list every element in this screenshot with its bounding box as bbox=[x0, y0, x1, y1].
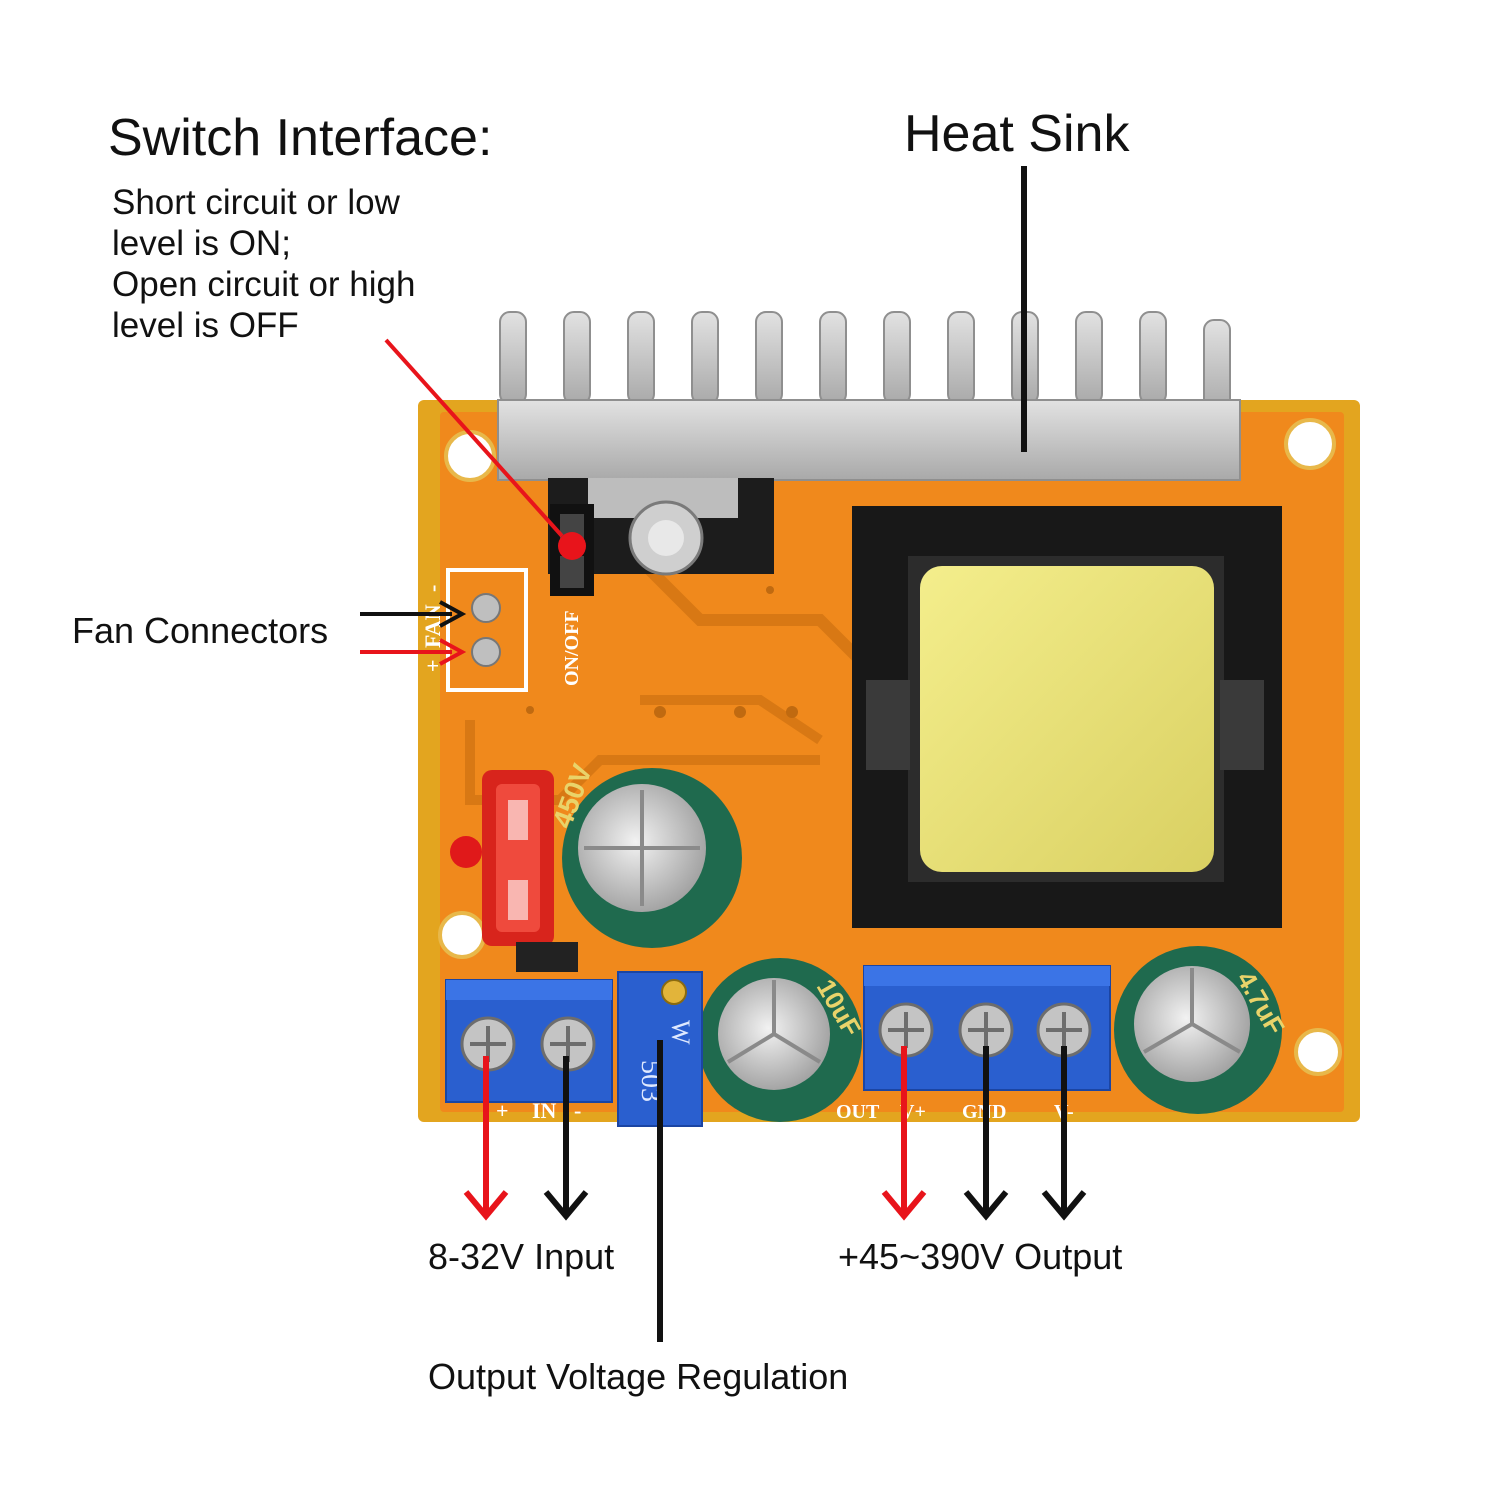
heat-sink-fin bbox=[627, 311, 655, 405]
switch-interface-title: Switch Interface: bbox=[108, 109, 493, 167]
heat-sink-fin bbox=[1139, 311, 1167, 405]
transformer bbox=[852, 506, 1282, 928]
silk-in: IN bbox=[532, 1098, 557, 1123]
fuse bbox=[482, 770, 578, 972]
switch-desc-line-3: Open circuit or high bbox=[112, 265, 416, 304]
heat-sink-fin bbox=[1075, 311, 1103, 405]
heat-sink-fin bbox=[563, 311, 591, 405]
arrow-icon bbox=[1041, 1046, 1087, 1221]
silk-pot-mark: W bbox=[666, 1020, 695, 1045]
arrow-icon bbox=[881, 1046, 927, 1221]
input-terminal: + IN - bbox=[445, 979, 613, 1123]
silk-switch: ON/OFF bbox=[561, 610, 583, 686]
switch-pointer bbox=[384, 338, 564, 538]
fan-connectors-label: Fan Connectors bbox=[72, 610, 329, 651]
callouts bbox=[360, 166, 1087, 1342]
heat-sink-fin bbox=[819, 311, 847, 405]
switch-marker bbox=[558, 532, 586, 560]
heat-sink-fin bbox=[883, 311, 911, 405]
silk-fan-minus: - bbox=[420, 585, 445, 592]
mounting-hole bbox=[1284, 418, 1336, 470]
heat-sink-fin bbox=[1203, 319, 1231, 413]
mounting-hole bbox=[438, 911, 486, 959]
arrow-icon bbox=[463, 1056, 509, 1221]
heat-sink bbox=[497, 311, 1241, 576]
mounting-hole bbox=[444, 430, 496, 482]
led-indicator bbox=[450, 836, 482, 868]
heat-sink-fin bbox=[947, 311, 975, 405]
heat-sink-fin bbox=[755, 311, 783, 405]
input-label: 8-32V Input bbox=[428, 1236, 615, 1277]
output-label: +45~390V Output bbox=[838, 1236, 1123, 1277]
heat-sink-fin bbox=[499, 311, 527, 405]
arrow-icon bbox=[543, 1056, 589, 1221]
silk-fan-plus: + bbox=[420, 659, 445, 672]
arrow-icon bbox=[360, 638, 467, 666]
arrow-icon bbox=[963, 1046, 1009, 1221]
arrow-icon bbox=[360, 600, 467, 628]
capacitor-right: 4.7uF bbox=[1114, 946, 1291, 1114]
switch-desc-line-2: level is ON; bbox=[112, 224, 291, 263]
switch-desc-line-1: Short circuit or low bbox=[112, 183, 400, 222]
silk-in-minus: - bbox=[574, 1098, 581, 1123]
screw-icon bbox=[661, 979, 687, 1005]
heat-sink-fin bbox=[691, 311, 719, 405]
silk-in-plus: + bbox=[496, 1098, 509, 1123]
regulation-label: Output Voltage Regulation bbox=[428, 1356, 849, 1397]
mounting-hole bbox=[1294, 1028, 1342, 1076]
capacitor-left: 450V bbox=[547, 760, 742, 948]
heat-sink-label: Heat Sink bbox=[904, 105, 1130, 163]
silk-out: OUT bbox=[836, 1101, 880, 1123]
switch-desc-line-4: level is OFF bbox=[112, 306, 299, 345]
